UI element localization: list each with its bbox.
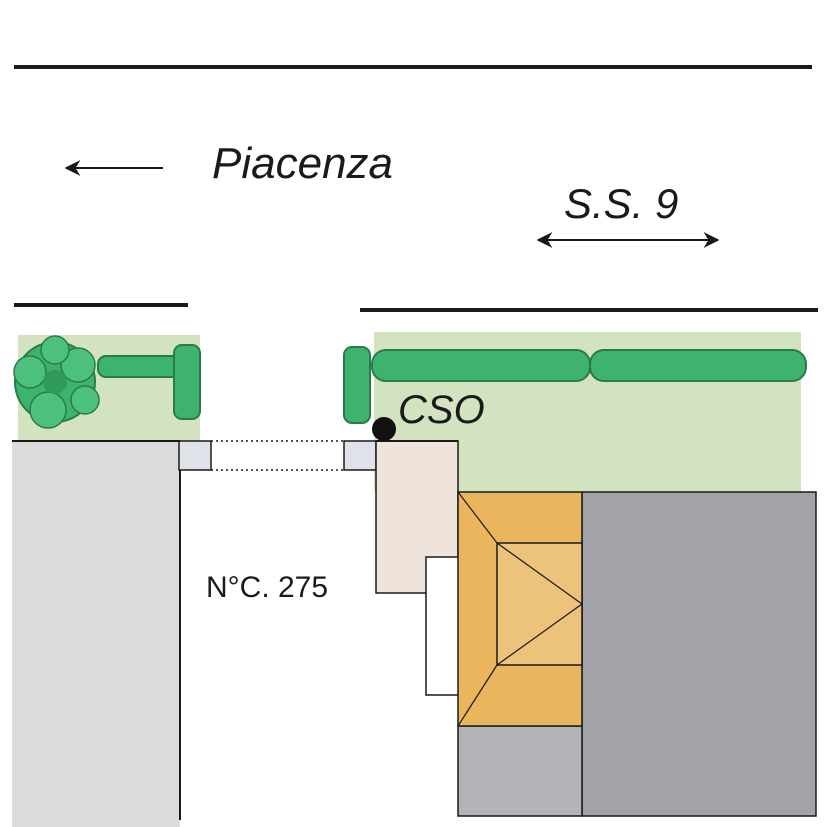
hedge-right-segment-2 [589,349,807,382]
hedge-right-segment-1 [371,349,591,382]
road-label: S.S. 9 [564,180,678,227]
building-lower [457,725,583,817]
address-label: N°C. 275 [206,571,328,604]
hedge-left-vertical [173,344,201,420]
white-block [425,556,461,696]
bush-icon [13,335,100,429]
roof-inner [496,542,583,666]
gate-post-right [343,440,377,471]
direction-label: Piacenza [212,139,393,188]
hedge-right-vertical [343,346,371,424]
roof-ridge-4 [496,603,583,666]
roof-ridge-1 [457,491,498,544]
roof-ridge-3 [496,542,583,605]
building-left [12,441,180,827]
cso-label: CSO [398,388,485,432]
cso-point [372,417,396,441]
gate-post-left [178,440,212,471]
roof-ridge-2 [457,664,498,727]
building-right [581,491,817,817]
